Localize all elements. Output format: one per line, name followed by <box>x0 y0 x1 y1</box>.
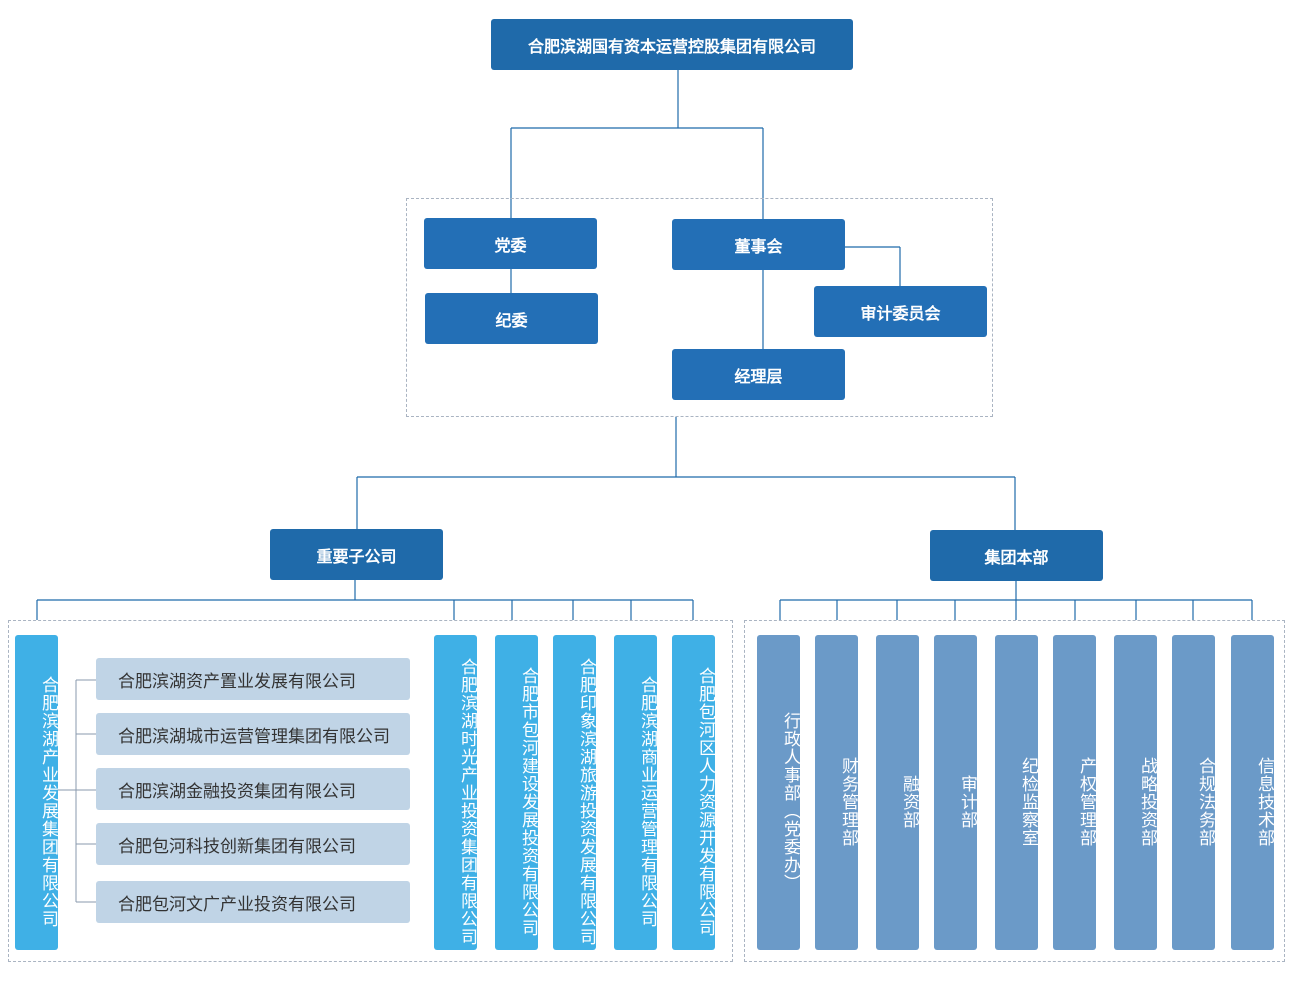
subsidiary-box: 合肥印象滨湖旅游投资发展有限公司 <box>553 635 596 950</box>
child-company-item: 合肥滨湖城市运营管理集团有限公司 <box>96 713 410 755</box>
board-box: 董事会 <box>672 219 845 270</box>
department-box: 行政人事部（党委办） <box>757 635 800 950</box>
department-box: 融资部 <box>876 635 919 950</box>
subsidiaries-header: 重要子公司 <box>270 529 443 580</box>
department-box: 审计部 <box>934 635 977 950</box>
department-box: 财务管理部 <box>815 635 858 950</box>
headquarters-group-frame <box>744 620 1285 962</box>
department-box: 合规法务部 <box>1172 635 1215 950</box>
child-company-item: 合肥包河文广产业投资有限公司 <box>96 881 410 923</box>
top-company-box: 合肥滨湖国有资本运营控股集团有限公司 <box>491 19 853 70</box>
department-box: 战略投资部 <box>1114 635 1157 950</box>
audit-committee-box: 审计委员会 <box>814 286 987 337</box>
management-box: 经理层 <box>672 349 845 400</box>
subsidiary-box: 合肥滨湖时光产业投资集团有限公司 <box>434 635 477 950</box>
discipline-committee-box: 纪委 <box>425 293 598 344</box>
subsidiary-box: 合肥市包河建设发展投资有限公司 <box>495 635 538 950</box>
subsidiary-box: 合肥滨湖商业运营管理有限公司 <box>614 635 657 950</box>
child-company-item: 合肥滨湖资产置业发展有限公司 <box>96 658 410 700</box>
industry-group-box: 合肥滨湖产业发展集团有限公司 <box>15 635 58 950</box>
department-box: 纪检监察室 <box>995 635 1038 950</box>
party-committee-box: 党委 <box>424 218 597 269</box>
department-box: 产权管理部 <box>1053 635 1096 950</box>
child-company-item: 合肥滨湖金融投资集团有限公司 <box>96 768 410 810</box>
subsidiaries-group-frame <box>8 620 733 962</box>
headquarters-header: 集团本部 <box>930 530 1103 581</box>
child-company-item: 合肥包河科技创新集团有限公司 <box>96 823 410 865</box>
subsidiary-box: 合肥包河区人力资源开发有限公司 <box>672 635 715 950</box>
department-box: 信息技术部 <box>1231 635 1274 950</box>
governance-group-frame <box>406 198 993 417</box>
